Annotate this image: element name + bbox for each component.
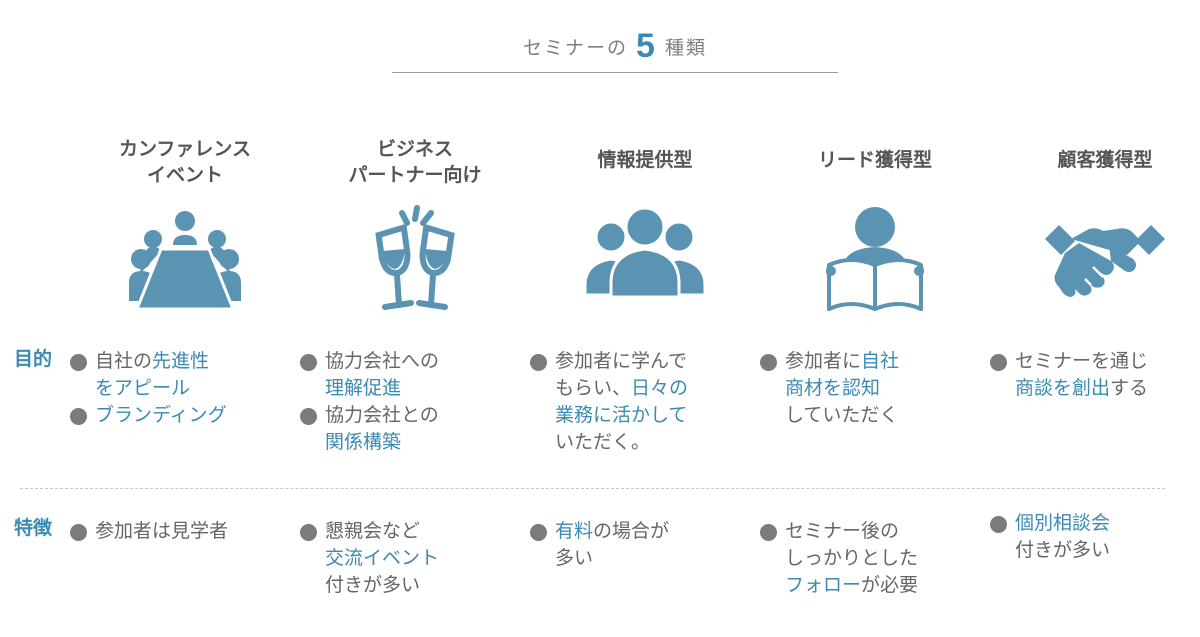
body-text: 付きが多い xyxy=(1015,539,1111,561)
body-text: いただく。 xyxy=(555,431,651,453)
purpose-list: 協力会社への 理解促進協力会社との 関係構築 xyxy=(300,348,530,456)
column-heading: 顧客獲得型 xyxy=(1057,149,1153,171)
features-item: 懇親会など 交流イベント 付きが多い xyxy=(300,518,530,599)
highlight-text: 関係構築 xyxy=(325,431,402,453)
body-text: していただく xyxy=(785,404,899,426)
bullet-dot-icon xyxy=(70,354,87,371)
body-text: 参加者は見学者 xyxy=(95,520,229,542)
features-list: 有料の場合が 多い xyxy=(530,518,760,572)
purpose-list: 参加者に自社 商材を認知 していただく xyxy=(760,348,990,429)
purpose-list: 参加者に学んで もらい、日々の 業務に活かして いただく。 xyxy=(530,348,760,456)
purpose-list: 自社の先進性 をアピールブランディング xyxy=(70,348,300,429)
highlight-text: ブランディング xyxy=(95,404,227,426)
highlight-text: フォロー xyxy=(785,574,862,596)
bullet-dot-icon xyxy=(760,354,777,371)
bullet-dot-icon xyxy=(70,524,87,541)
seminar-type-information: 情報提供型 参加者に学んで もらい、日々の 業務に活かして いただく。 有料の場… xyxy=(530,0,760,637)
column-heading: カンファレンス イベント xyxy=(118,138,252,186)
column-heading: 情報提供型 xyxy=(597,149,693,171)
bullet-dot-icon xyxy=(990,354,1007,371)
purpose-item: 参加者に学んで もらい、日々の 業務に活かして いただく。 xyxy=(530,348,760,456)
title-underline xyxy=(392,72,838,73)
features-list: 懇親会など 交流イベント 付きが多い xyxy=(300,518,530,599)
page-title: セミナーの 5 種類 xyxy=(392,24,838,68)
features-item: 参加者は見学者 xyxy=(70,518,300,545)
purpose-item: セミナーを通じ 商談を創出する xyxy=(990,348,1200,402)
purpose-list: セミナーを通じ 商談を創出する xyxy=(990,348,1200,402)
body-text: 参加者に xyxy=(785,350,862,372)
title-number: 5 xyxy=(636,27,657,65)
handshake-icon xyxy=(1045,205,1165,315)
features-item: 個別相談会 付きが多い xyxy=(990,510,1200,564)
toast-glasses-icon xyxy=(355,205,475,315)
body-text: 付きが多い xyxy=(325,574,421,596)
highlight-text: 交流イベント xyxy=(325,547,440,569)
body-text: が必要 xyxy=(861,574,919,596)
features-list: 参加者は見学者 xyxy=(70,518,300,545)
body-text: 自社の xyxy=(95,350,153,372)
section-divider xyxy=(20,488,1165,489)
title-prefix: セミナーの xyxy=(523,37,629,59)
body-text: 懇親会など xyxy=(325,520,421,542)
purpose-item: 協力会社への 理解促進 xyxy=(300,348,530,402)
seminar-type-customer-acquisition: 顧客獲得型 セミナーを通じ 商談を創出する 個別相談会 付きが多い xyxy=(990,0,1200,637)
highlight-text: 先進性 をアピール xyxy=(95,350,210,399)
conference-table-icon xyxy=(125,205,245,315)
highlight-text: 自社 商材を認知 xyxy=(785,350,900,399)
body-text: する xyxy=(1110,377,1149,399)
bullet-dot-icon xyxy=(70,408,87,425)
purpose-item: 参加者に自社 商材を認知 していただく xyxy=(760,348,990,429)
features-item: セミナー後の しっかりとした フォローが必要 xyxy=(760,518,990,599)
body-text: セミナーを通じ xyxy=(1015,350,1149,372)
purpose-item: 自社の先進性 をアピール xyxy=(70,348,300,402)
row-label-purpose: 目的 xyxy=(14,348,53,370)
row-label-features: 特徴 xyxy=(14,517,53,539)
highlight-text: 理解促進 xyxy=(325,377,402,399)
purpose-item: ブランディング xyxy=(70,402,300,429)
bullet-dot-icon xyxy=(760,524,777,541)
bullet-dot-icon xyxy=(530,354,547,371)
body-text: 協力会社への xyxy=(325,350,440,372)
bullet-dot-icon xyxy=(300,354,317,371)
body-text: の場合が 多い xyxy=(555,520,670,569)
purpose-item: 協力会社との 関係構築 xyxy=(300,402,530,456)
bullet-dot-icon xyxy=(990,516,1007,533)
column-heading: リード獲得型 xyxy=(817,149,932,171)
highlight-text: 日々の 業務に活かして xyxy=(555,377,689,426)
bullet-dot-icon xyxy=(300,408,317,425)
features-list: 個別相談会 付きが多い xyxy=(990,510,1200,564)
highlight-text: 商談を創出 xyxy=(1015,377,1111,399)
seminar-type-business-partner: ビジネス パートナー向け 協力会社への 理解促進協力会社との 関係構築 懇親会な… xyxy=(300,0,530,637)
features-list: セミナー後の しっかりとした フォローが必要 xyxy=(760,518,990,599)
highlight-text: 有料 xyxy=(555,520,594,542)
body-text: 協力会社との xyxy=(325,404,439,426)
features-item: 有料の場合が 多い xyxy=(530,518,760,572)
seminar-type-conference: カンファレンス イベント 自社の先進性 をアピールブランディング 参加者は見学者 xyxy=(70,0,300,637)
bullet-dot-icon xyxy=(300,524,317,541)
body-text: 参加者に学んで もらい、 xyxy=(555,350,688,399)
body-text: セミナー後の しっかりとした xyxy=(785,520,919,569)
reading-person-icon xyxy=(815,205,935,315)
audience-group-icon xyxy=(585,205,705,315)
column-heading: ビジネス パートナー向け xyxy=(348,138,482,186)
highlight-text: 個別相談会 xyxy=(1015,512,1111,534)
bullet-dot-icon xyxy=(530,524,547,541)
title-suffix: 種類 xyxy=(664,37,707,59)
seminar-type-lead-generation: リード獲得型 参加者に自社 商材を認知 していただく セミナー後の しっかりとし… xyxy=(760,0,990,637)
